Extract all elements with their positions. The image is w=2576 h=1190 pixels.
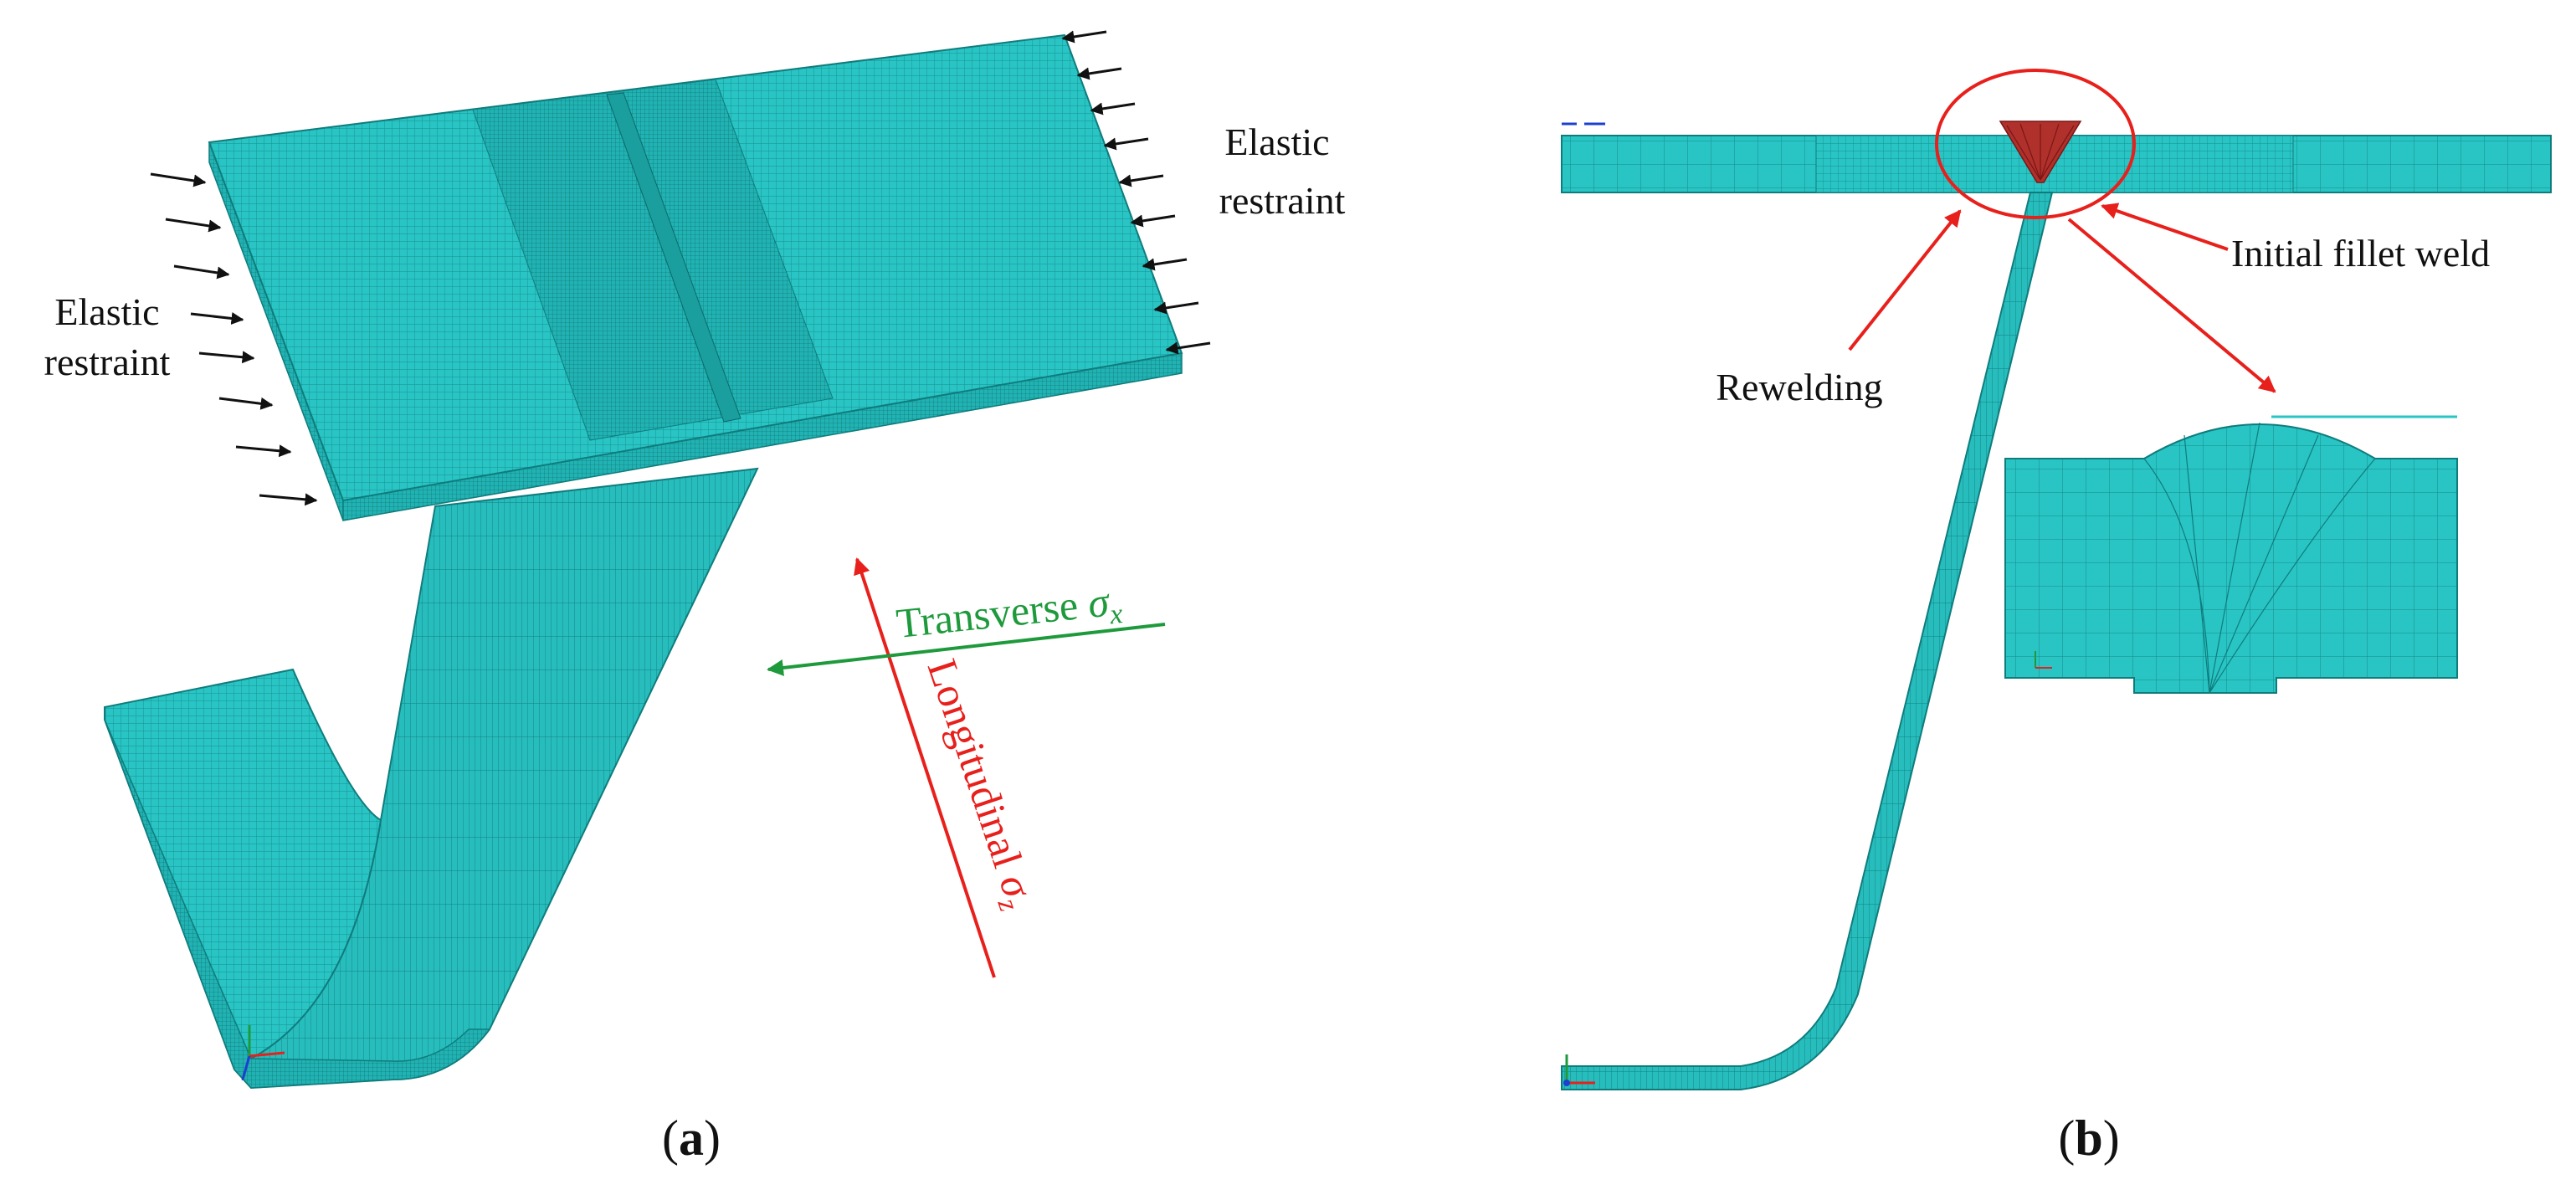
arrow-icon [1061, 30, 1107, 44]
panel-b-annotation-arrows [1848, 203, 2276, 393]
arrow-icon [190, 312, 244, 325]
arrow-icon [198, 351, 255, 364]
initial-weld-label: Initial fillet weld [2231, 232, 2490, 274]
transverse-arrow [767, 623, 1166, 676]
left-restraint-arrows [150, 172, 318, 506]
arrow-icon [1118, 174, 1164, 187]
arrow-icon [173, 264, 230, 280]
arrow-icon [1142, 258, 1188, 271]
panel-b-caption: (b) [2058, 1110, 2119, 1166]
right-restraint-arrows [1061, 30, 1211, 355]
right-restraint-label: restraint [1219, 179, 1346, 222]
arrow-icon [165, 218, 222, 233]
inset-mesh [2004, 423, 2458, 694]
arrow-icon [1165, 341, 1211, 355]
arrow-icon [1153, 301, 1199, 315]
right-restraint-label: Elastic [1224, 121, 1329, 163]
arrow-icon [1130, 214, 1176, 228]
axis-triad-icon [241, 1025, 285, 1080]
rewelding-label: Rewelding [1716, 366, 1882, 408]
web-section [1561, 192, 2054, 1090]
panel-b-model [1561, 121, 2552, 1090]
weld-highlight-circle [1935, 69, 2136, 219]
bottom-flange-edge [104, 719, 491, 1089]
panel-a-model [104, 33, 1183, 1090]
rewelding-arrow [1848, 209, 1962, 351]
left-restraint-label: restraint [44, 341, 171, 383]
arrow-icon [218, 397, 274, 410]
zoom-arrow [2067, 218, 2276, 393]
axis-triad-icon [2035, 651, 2052, 669]
initial-weld-arrow [2101, 203, 2229, 251]
weld-zone-band [472, 79, 834, 441]
weld-line [606, 92, 741, 423]
arrow-icon [1103, 137, 1149, 151]
arrow-icon [1076, 67, 1122, 80]
longitudinal-arrow [854, 557, 996, 978]
arrow-icon [1090, 102, 1136, 115]
arrow-icon [150, 172, 207, 187]
stress-direction-arrows [767, 557, 1166, 978]
longitudinal-label: Longitudinal σz [913, 654, 1045, 916]
left-restraint-label: Elastic [54, 290, 159, 333]
weld-zoom-inset [2004, 415, 2458, 694]
arrow-icon [259, 493, 318, 506]
panel-a-caption: (a) [662, 1110, 721, 1166]
arrow-icon [235, 444, 292, 458]
axis-triad-icon [1563, 1054, 1595, 1086]
